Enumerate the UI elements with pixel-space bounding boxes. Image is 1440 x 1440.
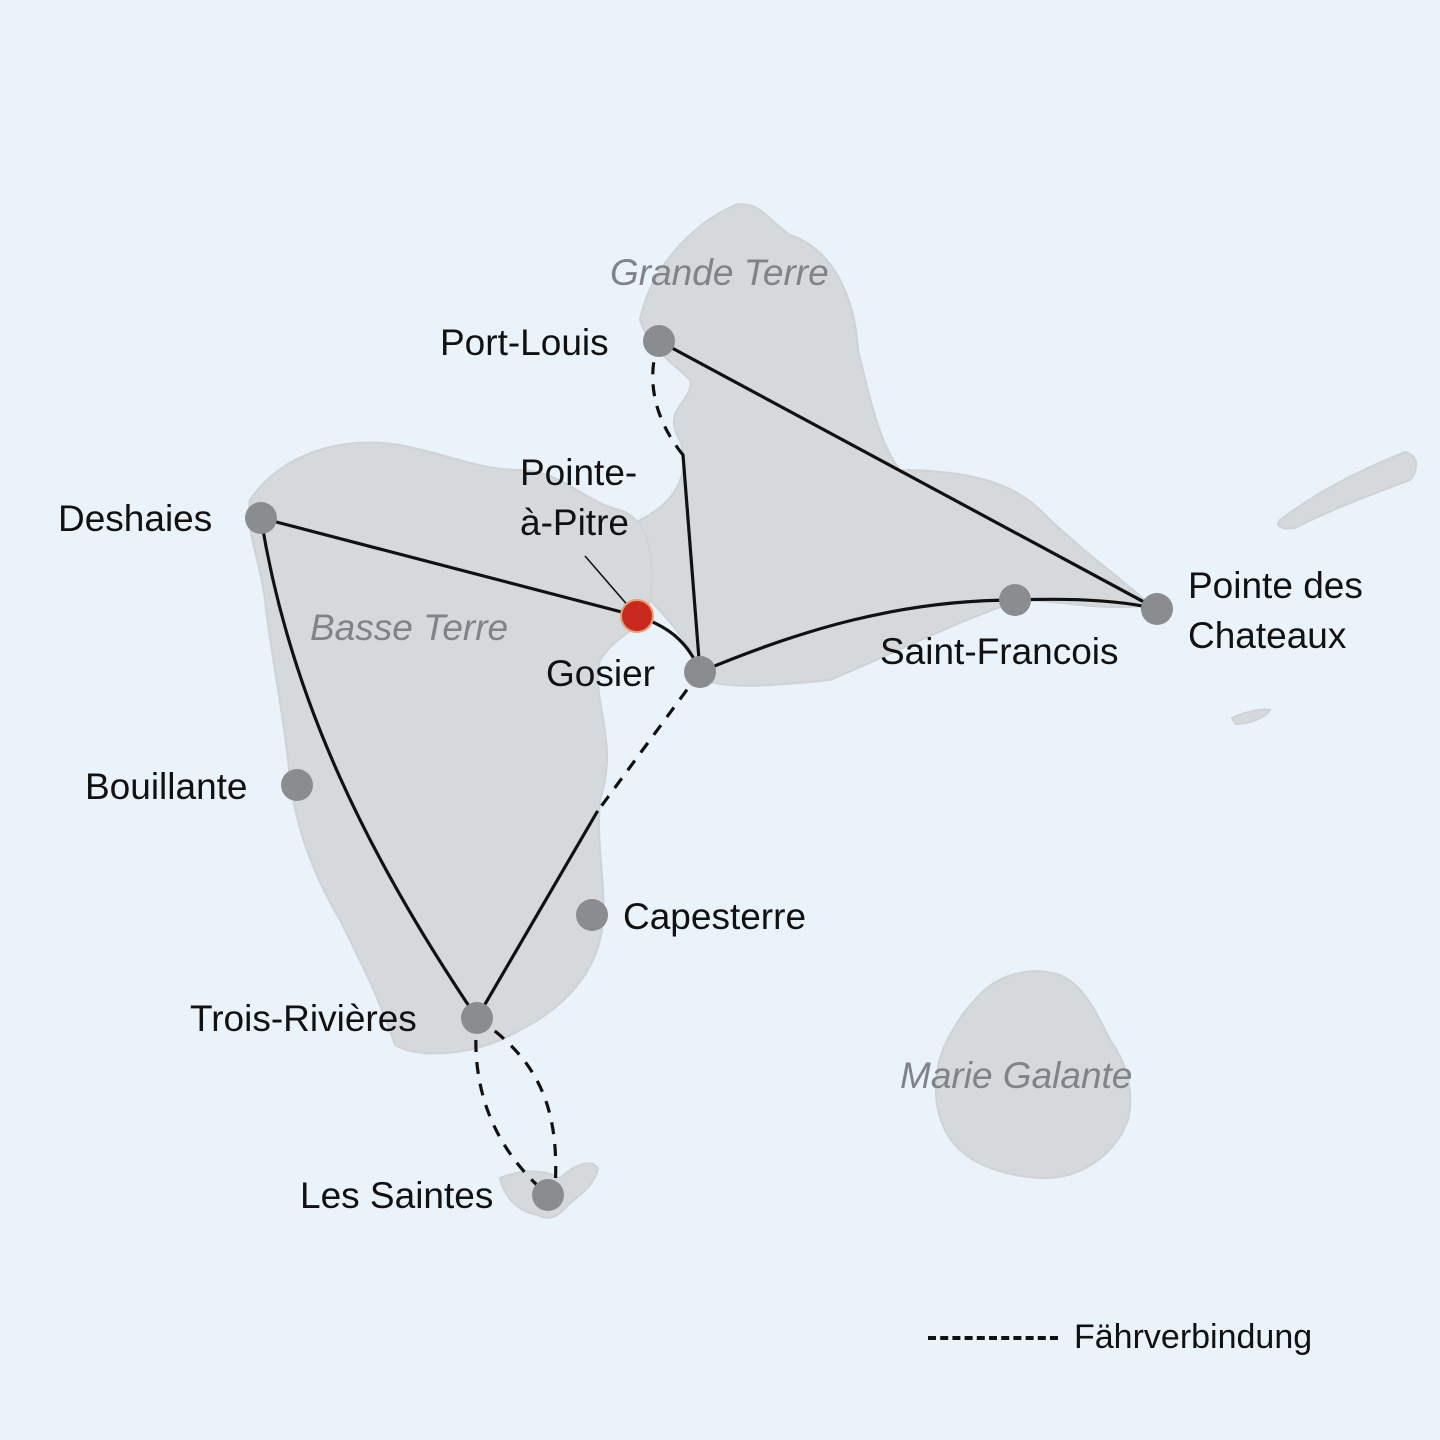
route-deshaies-trois-rivieres <box>259 516 479 1020</box>
marker-bouillante[interactable] <box>281 769 313 801</box>
ferry-trois-rivieres-les-saintes-east <box>476 1016 558 1191</box>
place-label-deshaies: Deshaies <box>58 498 213 539</box>
place-label-les-saintes: Les Saintes <box>300 1175 494 1216</box>
marker-trois-rivieres[interactable] <box>461 1002 493 1034</box>
marker-capesterre[interactable] <box>576 899 608 931</box>
place-label-gosier: Gosier <box>546 653 655 694</box>
route-trois-rivieres-capesterre <box>475 810 599 1020</box>
region-label-marie-galante: Marie Galante <box>900 1055 1133 1096</box>
marker-saint-francois[interactable] <box>999 584 1031 616</box>
place-label-capesterre: Capesterre <box>623 896 807 937</box>
legend-ferry-label: Fährverbindung <box>1074 1318 1313 1356</box>
island-petite-terre <box>1230 708 1272 726</box>
leader-line-pointe-a-pitre <box>584 555 631 609</box>
route-deshaies-pointe-a-pitre <box>259 516 639 618</box>
place-label-saint-francois: Saint-Francois <box>880 631 1119 672</box>
marker-gosier[interactable] <box>684 656 716 688</box>
place-label-trois-rivieres: Trois-Rivières <box>190 998 417 1039</box>
legend-dashed-line-icon <box>928 1335 1058 1340</box>
place-label-pointe-des-chateaux-1: Pointe des <box>1188 565 1363 606</box>
route-gosier-north <box>681 453 702 674</box>
marker-port-louis[interactable] <box>643 325 675 357</box>
region-label-grande-terre: Grande Terre <box>610 252 829 293</box>
route-gosier-saint-francois <box>698 598 1017 674</box>
marker-les-saintes[interactable] <box>532 1179 564 1211</box>
place-label-port-louis: Port-Louis <box>440 322 609 363</box>
route-port-louis-pointe-des-chateaux <box>657 339 1159 611</box>
marker-pointe-a-pitre[interactable] <box>620 599 654 633</box>
place-label-pointe-a-pitre-1: Pointe- <box>520 452 638 493</box>
ferry-trois-rivieres-les-saintes-west <box>474 1017 550 1197</box>
place-label-bouillante: Bouillante <box>85 766 248 807</box>
marker-pointe-des-chateaux[interactable] <box>1141 593 1173 625</box>
place-label-pointe-des-chateaux-2: Chateaux <box>1188 615 1347 656</box>
legend: Fährverbindung <box>928 1318 1312 1357</box>
marker-deshaies[interactable] <box>245 502 277 534</box>
ferry-gosier-south <box>595 671 702 813</box>
region-label-basse-terre: Basse Terre <box>310 607 509 648</box>
place-label-pointe-a-pitre-2: à-Pitre <box>520 502 629 543</box>
island-marie-galante <box>935 970 1132 1180</box>
island-la-desirade <box>1277 450 1418 530</box>
